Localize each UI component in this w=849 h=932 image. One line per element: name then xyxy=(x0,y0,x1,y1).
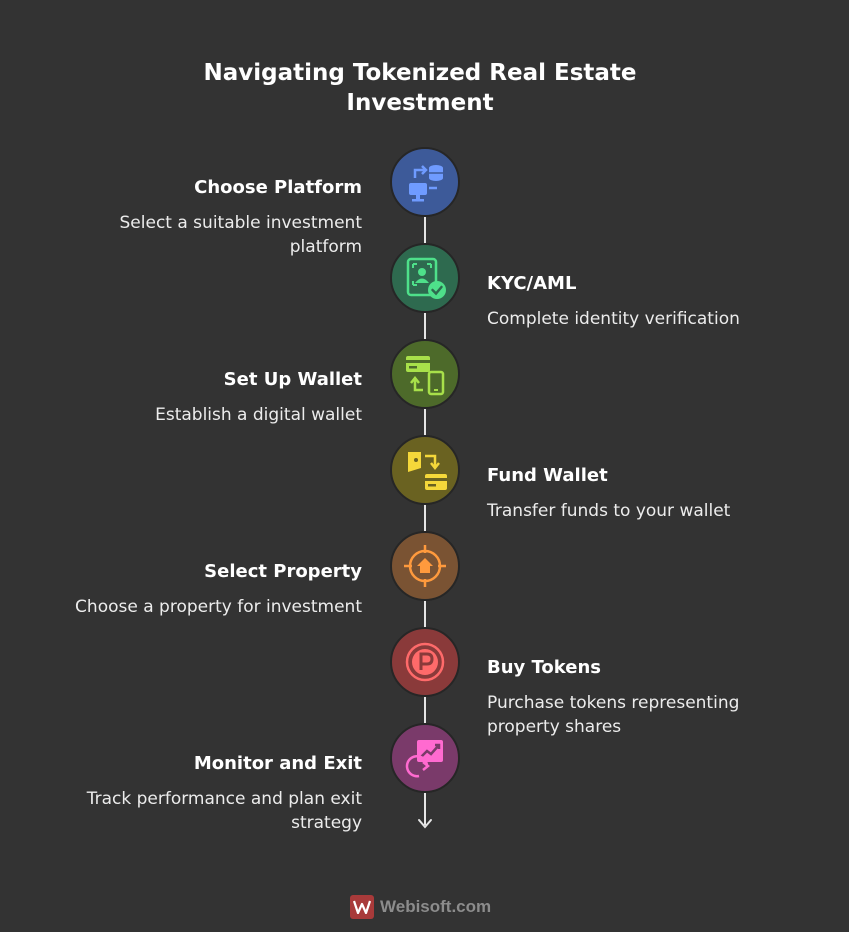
step-node-kyc-aml xyxy=(390,243,460,313)
step-choose-platform: Choose Platform Select a suitable invest… xyxy=(62,176,362,259)
step-buy-tokens: Buy Tokens Purchase tokens representing … xyxy=(487,656,807,739)
step-title: Set Up Wallet xyxy=(223,369,362,390)
step-title: Select Property xyxy=(204,561,362,582)
page-title: Navigating Tokenized Real Estate Investm… xyxy=(203,60,637,116)
identity-verification-icon xyxy=(406,257,446,299)
step-description: Track performance and plan exit strategy xyxy=(86,789,362,833)
step-title: Monitor and Exit xyxy=(193,753,362,774)
footer-brand-text: Webisoft.com xyxy=(380,897,492,916)
step-description: Select a suitable investment platform xyxy=(119,213,362,257)
step-title: Buy Tokens xyxy=(487,657,602,678)
platform-transfer-icon xyxy=(409,165,443,202)
step-description: Transfer funds to your wallet xyxy=(487,501,731,521)
token-coin-icon xyxy=(405,642,445,682)
step-description: Establish a digital wallet xyxy=(155,405,362,425)
step-fund-wallet: Fund Wallet Transfer funds to your walle… xyxy=(487,464,807,523)
timeline-arrow-icon xyxy=(418,819,432,829)
step-title: Choose Platform xyxy=(194,177,362,198)
step-node-set-up-wallet xyxy=(390,339,460,409)
webisoft-logo-icon xyxy=(350,895,374,919)
step-description: Purchase tokens representing property sh… xyxy=(487,693,740,737)
step-select-property: Select Property Choose a property for in… xyxy=(62,560,362,619)
wallet-device-icon xyxy=(406,356,445,396)
footer-brand: Webisoft.com xyxy=(350,894,491,920)
fund-transfer-icon xyxy=(408,452,447,490)
property-target-icon xyxy=(404,545,446,587)
step-node-buy-tokens xyxy=(390,627,460,697)
step-node-monitor-and-exit xyxy=(390,723,460,793)
step-node-choose-platform xyxy=(390,147,460,217)
step-description: Choose a property for investment xyxy=(75,597,362,617)
step-node-fund-wallet xyxy=(390,435,460,505)
step-kyc-aml: KYC/AML Complete identity verification xyxy=(487,272,807,331)
monitor-exit-icon xyxy=(405,740,443,778)
step-description: Complete identity verification xyxy=(487,309,740,329)
step-node-select-property xyxy=(390,531,460,601)
step-title: KYC/AML xyxy=(487,273,577,294)
step-title: Fund Wallet xyxy=(487,465,608,486)
step-set-up-wallet: Set Up Wallet Establish a digital wallet xyxy=(62,368,362,427)
step-monitor-and-exit: Monitor and Exit Track performance and p… xyxy=(62,752,362,835)
